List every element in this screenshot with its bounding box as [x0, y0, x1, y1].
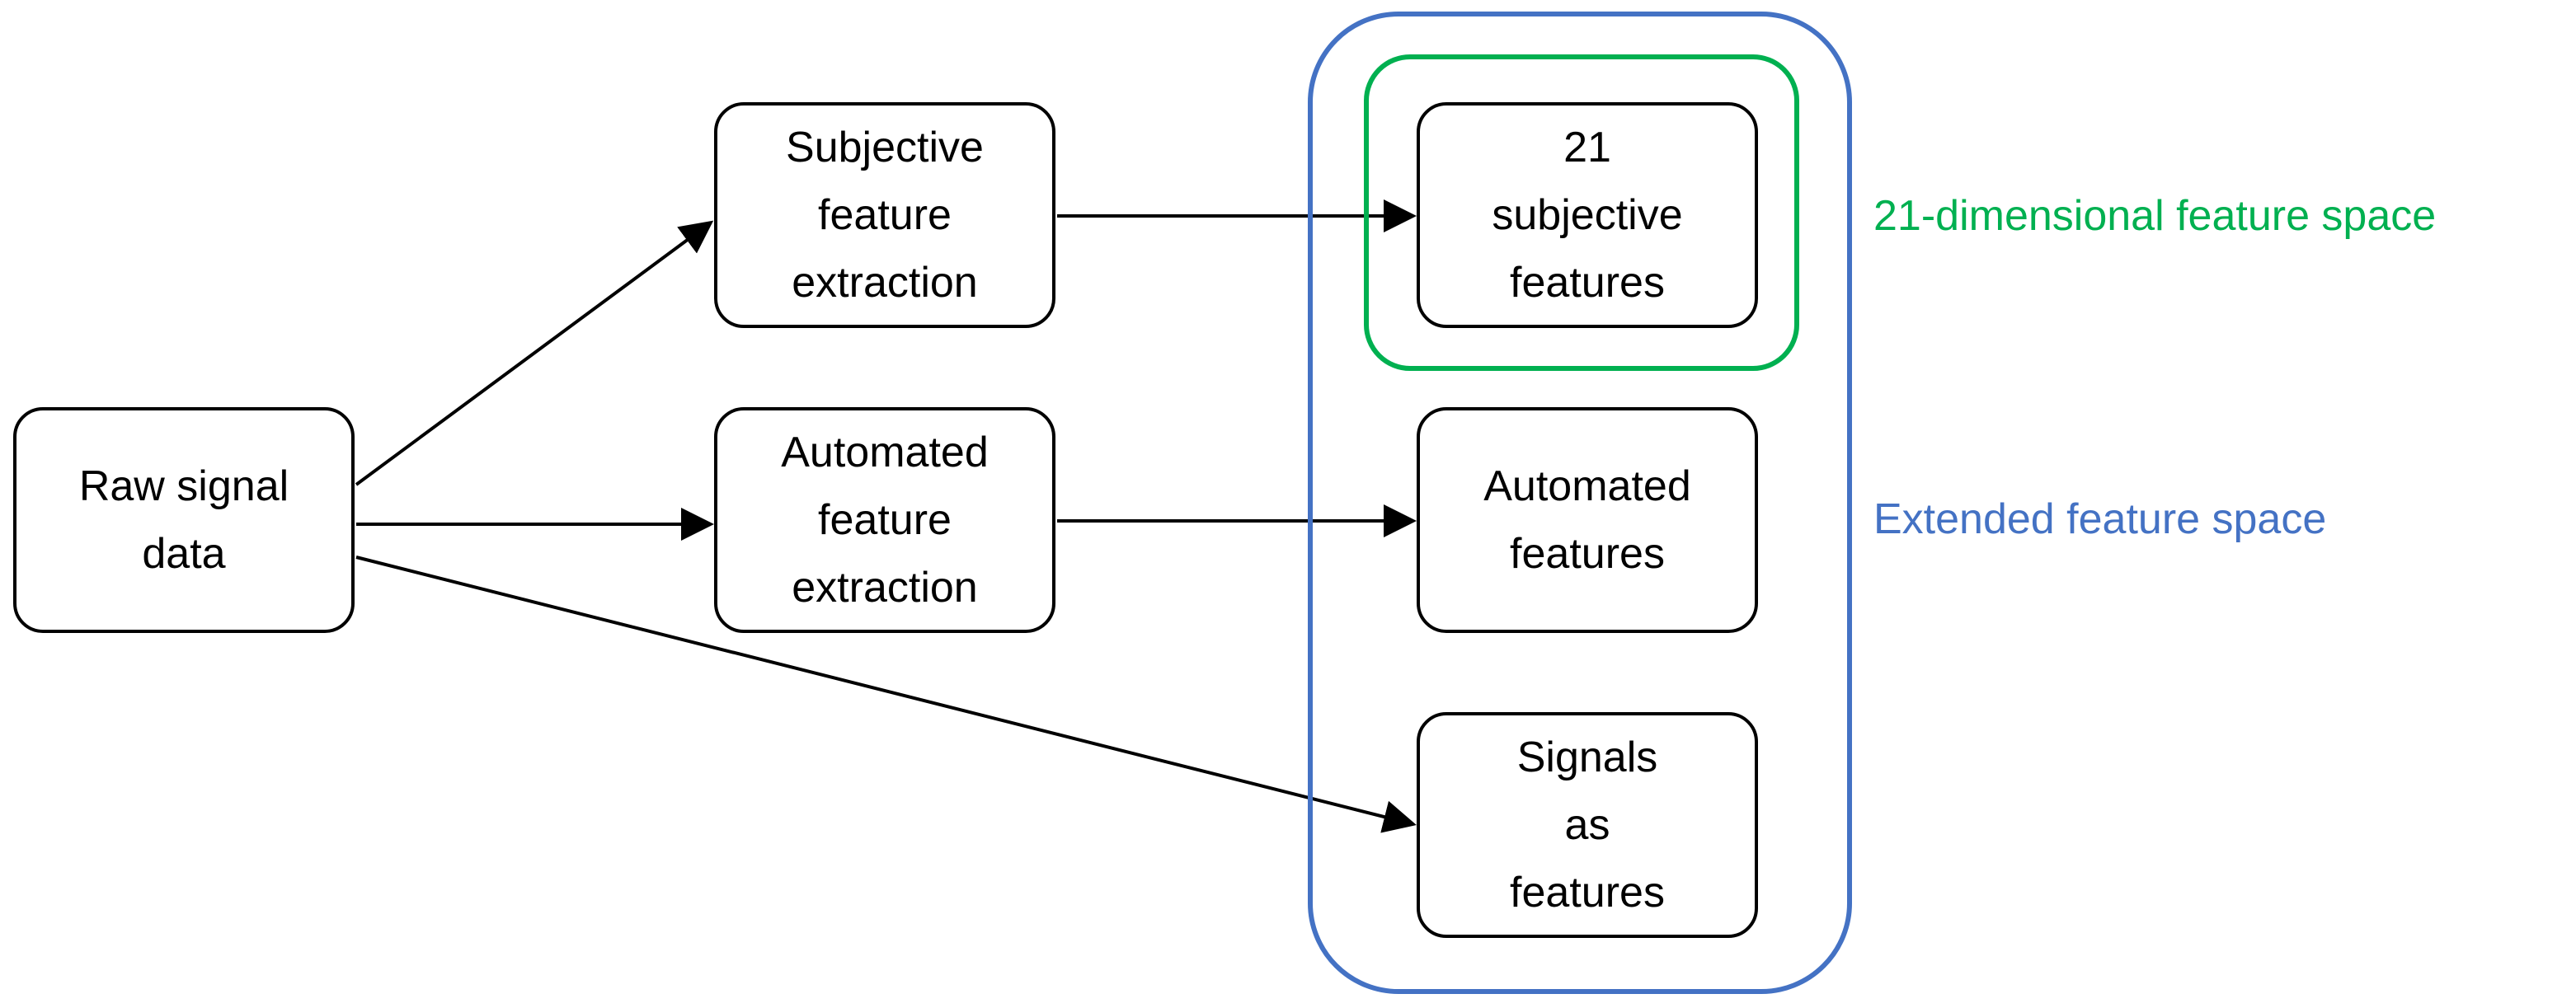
node-line: Automated [781, 429, 989, 476]
node-line: subjective [1492, 191, 1683, 239]
node-line: data [142, 530, 226, 578]
node-line: extraction [792, 259, 978, 307]
node-line: Automated [1483, 462, 1691, 510]
node-line: features [1510, 259, 1665, 307]
node-line: features [1510, 869, 1665, 917]
node-line: extraction [792, 564, 978, 612]
node-line: feature [818, 496, 952, 544]
node-line: Subjective [786, 124, 984, 171]
node-raw-signal-data: Raw signal data [13, 407, 355, 633]
node-automated-feature-extraction: Automated feature extraction [714, 407, 1055, 633]
group-21-dimensional-feature-space [1364, 54, 1799, 371]
edge-raw-to-signals-features [355, 556, 1417, 833]
group-label-21-dimensional: 21-dimensional feature space [1873, 192, 2437, 240]
node-line: Raw signal [78, 462, 289, 510]
edge-raw-to-subjective-extraction [355, 220, 714, 486]
group-extended-feature-space [1308, 12, 1852, 994]
node-signals-as-features: Signals as features [1417, 712, 1758, 938]
node-automated-features: Automated features [1417, 407, 1758, 633]
node-subjective-feature-extraction: Subjective feature extraction [714, 102, 1055, 328]
node-line: as [1564, 801, 1610, 849]
node-line: Signals [1516, 734, 1658, 781]
node-line: features [1510, 530, 1665, 578]
node-line: 21 [1563, 124, 1611, 171]
node-21-subjective-features: 21 subjective features [1417, 102, 1758, 328]
node-line: feature [818, 191, 952, 239]
group-label-extended: Extended feature space [1873, 495, 2327, 543]
